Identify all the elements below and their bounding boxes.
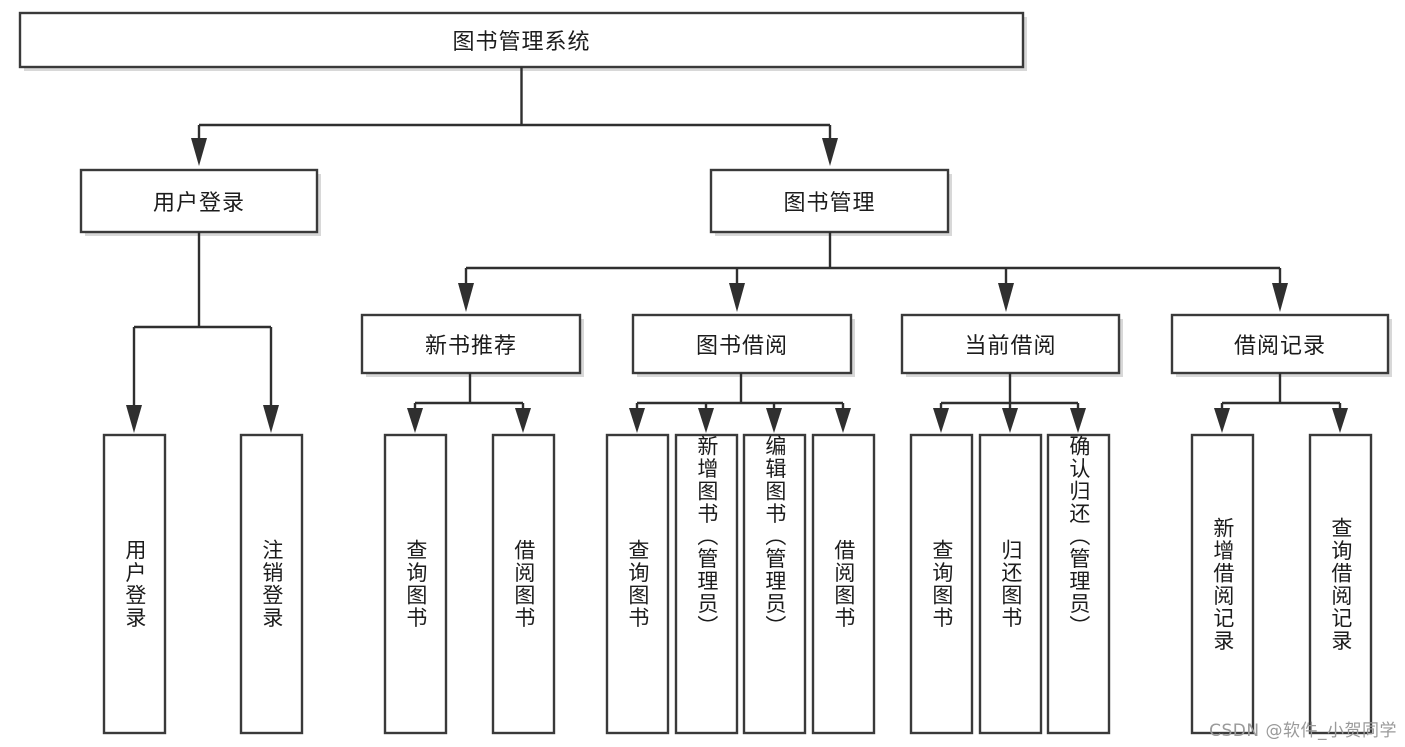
arrow-borrow-record-leaf2 [1332, 408, 1348, 433]
leaf-node-query-book-2[interactable] [605, 433, 670, 735]
leaf-node-logout[interactable] [239, 433, 304, 735]
leaf-node-query-book-3[interactable] [909, 433, 974, 735]
arrow-root-to-user-login [191, 138, 207, 166]
leaf-node-borrow-book-1[interactable] [491, 433, 556, 735]
arrow-current-borrow-leaf2 [1002, 408, 1018, 433]
arrow-book-borrow-leaf3 [766, 408, 782, 433]
arrow-current-borrow-leaf3 [1070, 408, 1086, 433]
leaf-node-edit-book-admin[interactable] [742, 433, 807, 735]
arrow-book-borrow-leaf4 [835, 408, 851, 433]
level3-node-new-book-recommend[interactable] [360, 313, 582, 375]
leaf-node-add-book-admin[interactable] [674, 433, 739, 735]
arrow-user-login-leaf2 [263, 405, 279, 433]
leaf-node-confirm-return-admin[interactable] [1046, 433, 1111, 735]
arrow-book-borrow-leaf1 [629, 408, 645, 433]
level2-node-book-management[interactable] [709, 168, 950, 234]
leaf-node-query-borrow-record[interactable] [1308, 433, 1373, 735]
leaf-node-add-borrow-record[interactable] [1190, 433, 1255, 735]
level3-node-current-borrow[interactable] [900, 313, 1121, 375]
arrow-borrow-record-leaf1 [1214, 408, 1230, 433]
arrow-to-book-borrow [729, 283, 745, 312]
arrow-current-borrow-leaf1 [933, 408, 949, 433]
leaf-node-user-login[interactable] [102, 433, 167, 735]
arrow-root-to-book-mgmt [822, 138, 838, 166]
level2-node-user-login[interactable] [79, 168, 319, 234]
arrow-to-borrow-record [1272, 283, 1288, 312]
arrow-book-borrow-leaf2 [698, 408, 714, 433]
arrow-user-login-leaf1 [126, 405, 142, 433]
level3-node-borrow-record[interactable] [1170, 313, 1390, 375]
leaf-node-borrow-book-2[interactable] [811, 433, 876, 735]
level3-node-book-borrow[interactable] [631, 313, 853, 375]
leaf-node-query-book-1[interactable] [383, 433, 448, 735]
arrow-to-new-book [458, 283, 474, 312]
root-node-box[interactable] [18, 11, 1025, 69]
arrow-to-current-borrow [998, 283, 1014, 312]
arrow-new-book-leaf2 [515, 408, 531, 433]
arrow-new-book-leaf1 [407, 408, 423, 433]
leaf-node-return-book[interactable] [978, 433, 1043, 735]
